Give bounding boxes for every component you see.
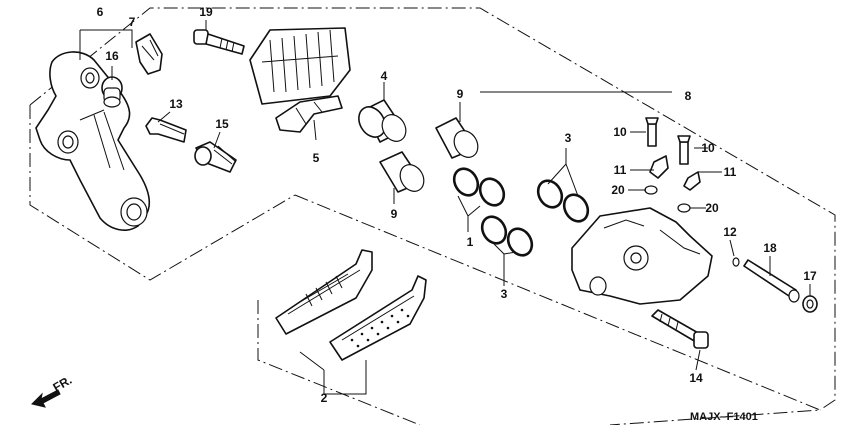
o-ring (732, 257, 740, 267)
pad-group-outline-left (257, 300, 421, 425)
leader-lines (79, 20, 811, 395)
callout-c13: 13 (169, 97, 183, 111)
bracket-group-outline (29, 7, 836, 411)
callout-c6: 6 (97, 5, 104, 19)
pad-group-outline (294, 194, 821, 425)
callout-c11a: 11 (614, 163, 627, 177)
callout-c1: 1 (467, 235, 474, 249)
slide-pin (145, 117, 187, 143)
callout-c4: 4 (381, 69, 388, 83)
caliper-mount-bolt (651, 309, 709, 349)
mounting-bolt (193, 29, 245, 55)
pin-plug (802, 295, 818, 313)
pad-retainer-clip (135, 33, 163, 75)
callout-c3a: 3 (565, 131, 572, 145)
bleeder-cap-left (649, 155, 669, 179)
callout-c9b: 9 (391, 207, 398, 221)
callout-c5: 5 (313, 151, 320, 165)
pin-bolt (194, 141, 237, 173)
washer-right (677, 203, 691, 213)
caliper-body (571, 207, 713, 305)
callout-c19: 19 (199, 5, 213, 19)
piston-seals (452, 167, 590, 257)
callout-c14: 14 (689, 371, 703, 385)
bleeder-cap-right (683, 171, 701, 191)
pad-pin (743, 259, 800, 303)
callout-c7: 7 (129, 15, 136, 29)
callout-c8: 8 (685, 89, 692, 103)
callout-c2: 2 (321, 391, 328, 405)
callout-c15: 15 (215, 117, 229, 131)
callout-c10b: 10 (701, 141, 715, 155)
brake-pad-inner (329, 275, 427, 361)
caliper-bracket (35, 51, 151, 231)
bleeder-valve-left (645, 117, 659, 147)
callout-c18: 18 (763, 241, 777, 255)
callout-c12: 12 (723, 225, 737, 239)
pad-spring (275, 95, 343, 133)
front-direction-label: FR. (51, 373, 75, 395)
callout-c16: 16 (105, 49, 119, 63)
callout-c3b: 3 (501, 287, 508, 301)
callout-c10a: 10 (613, 125, 627, 139)
washer-left (644, 185, 658, 195)
brake-pad-outer (275, 249, 373, 335)
diagram-code: MAJX–F1401 (690, 411, 758, 423)
bleeder-valve-right (677, 135, 691, 165)
caliper-piston-lower (379, 151, 425, 193)
callout-c20a: 20 (611, 183, 625, 197)
bracket-group-outline-left (29, 105, 296, 281)
callout-c20b: 20 (705, 201, 719, 215)
caliper-piston-upper (358, 99, 407, 143)
callout-c17: 17 (803, 269, 817, 283)
pin-boot (101, 76, 123, 108)
pad-shim (249, 27, 351, 105)
callout-c11b: 11 (724, 165, 737, 179)
front-direction-arrow (31, 389, 61, 408)
callout-c9a: 9 (457, 87, 464, 101)
caliper-piston-small (435, 117, 479, 159)
